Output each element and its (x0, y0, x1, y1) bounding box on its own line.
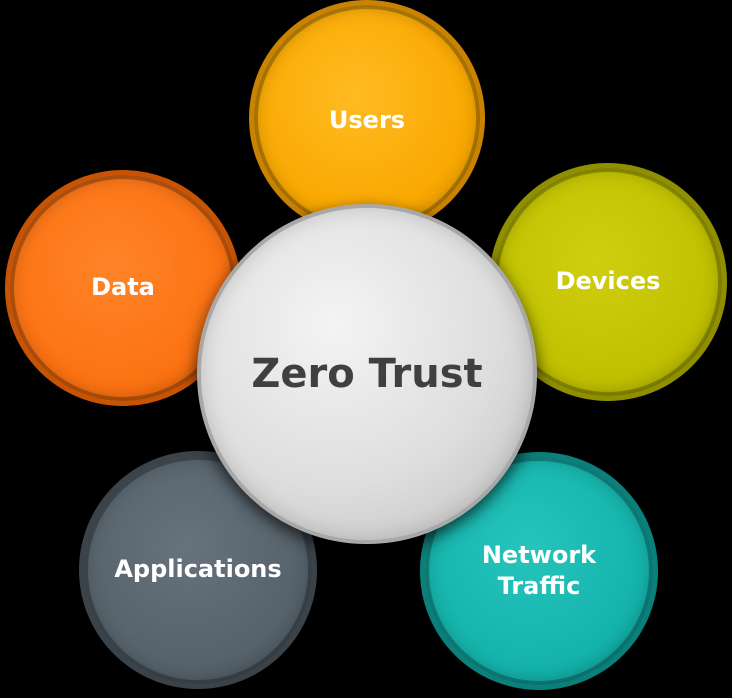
zero-trust-center: Zero Trust (197, 204, 537, 544)
pillar-users: Users (249, 0, 485, 236)
pillar-network-traffic: Network Traffic (420, 452, 658, 690)
pillar-devices-label: Devices (555, 267, 661, 296)
pillar-network-traffic-label: Network Traffic (481, 540, 597, 600)
pillar-applications-label: Applications (114, 555, 282, 584)
pillar-users-label: Users (328, 106, 406, 135)
zero-trust-label: Zero Trust (251, 351, 483, 397)
pillar-data-label: Data (91, 273, 155, 302)
